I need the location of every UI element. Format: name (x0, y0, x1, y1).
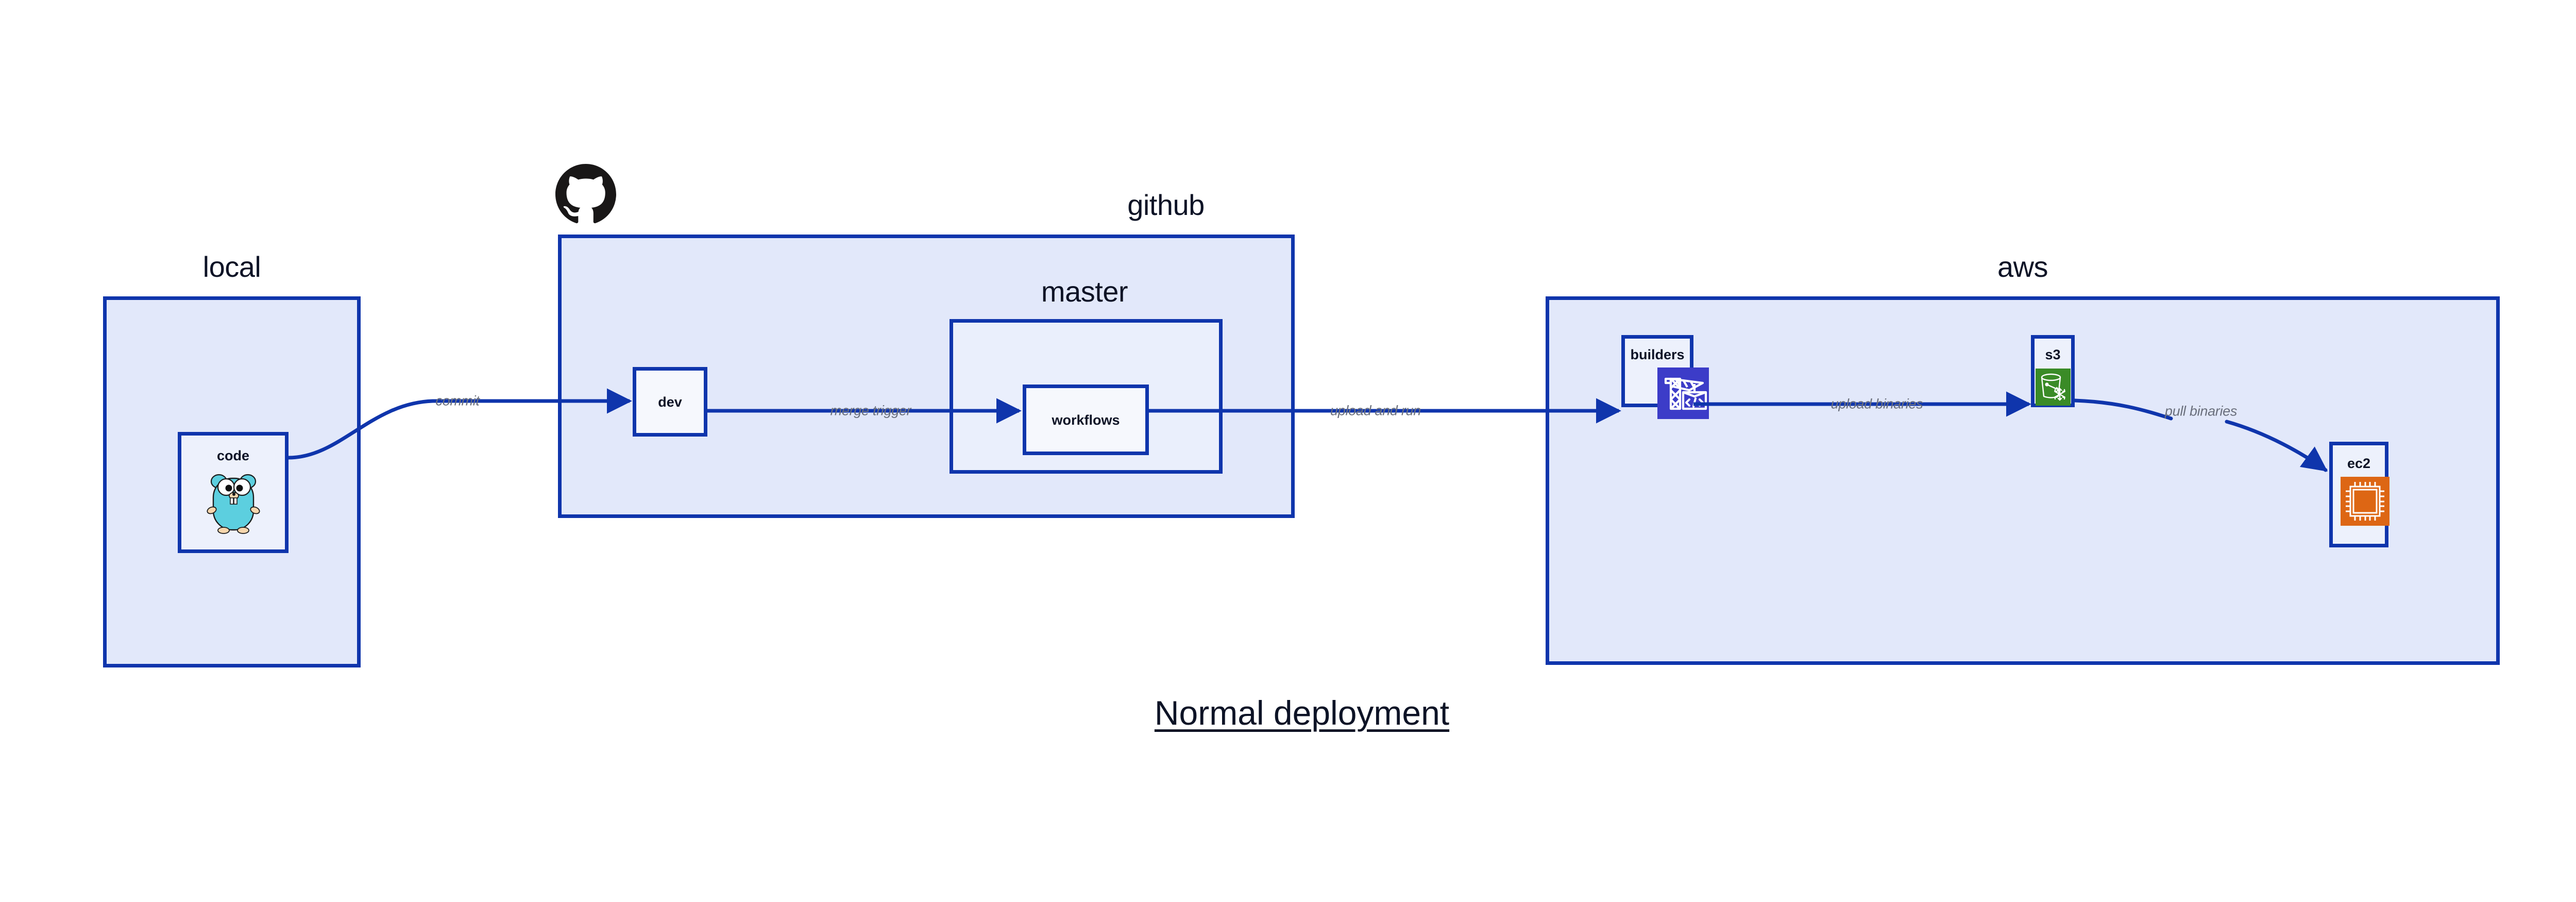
edge-label-commit: commit (435, 393, 480, 409)
node-label-ec2: ec2 (2347, 456, 2371, 471)
node-label-code: code (216, 448, 250, 463)
aws-codebuild-icon (1657, 368, 1709, 419)
node-label-workflows: workflows (1052, 412, 1120, 428)
node-dev[interactable]: dev (633, 367, 707, 437)
edge-label-merge-trigger: merge trigger (830, 403, 911, 419)
group-label-aws: aws (1997, 250, 2048, 283)
group-label-local: local (202, 250, 261, 283)
group-label-github: github (1127, 189, 1205, 221)
subgroup-label-master: master (1041, 275, 1128, 308)
edge-label-upload-binaries: upload binaries (1831, 396, 1923, 412)
aws-ec2-icon (2341, 477, 2389, 526)
node-label-builders: builders (1630, 347, 1685, 362)
node-label-s3: s3 (2045, 347, 2061, 362)
go-gopher-icon (202, 463, 265, 535)
edge-label-upload-and-run: upload and run (1330, 403, 1421, 419)
aws-s3-glacier-icon (2036, 369, 2071, 406)
node-label-dev: dev (658, 394, 682, 410)
diagram-title: Normal deployment (1154, 694, 1450, 732)
github-mark-icon (555, 164, 616, 225)
node-workflows[interactable]: workflows (1023, 385, 1149, 455)
edge-label-pull-binaries: pull binaries (2164, 403, 2238, 419)
